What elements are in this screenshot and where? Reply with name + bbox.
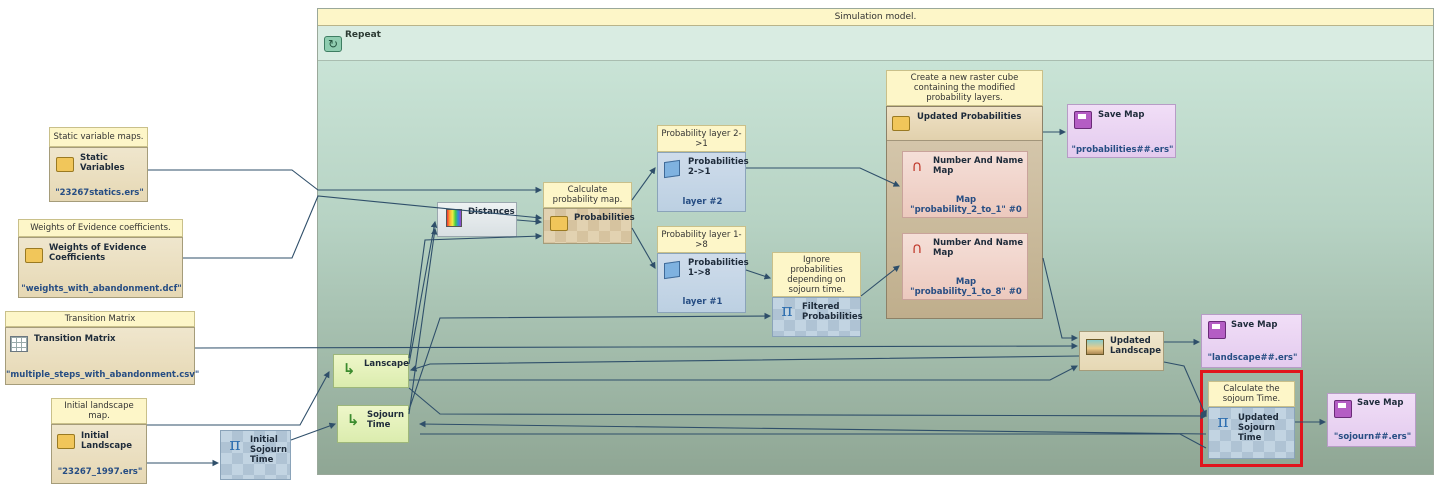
magnet-icon: ∩ xyxy=(911,239,923,257)
number-name-map-1-node[interactable]: ∩ Number And Name Map Map "probability_2… xyxy=(902,151,1028,218)
sojourn-time-node[interactable]: ↳ Sojourn Time xyxy=(337,405,409,443)
save-icon xyxy=(1334,400,1352,418)
static-variables-label: Static Variables xyxy=(80,153,125,173)
save-icon xyxy=(1074,111,1092,129)
lanscape-label: Lanscape xyxy=(364,359,409,369)
prob21-note: Probability layer 2->1 xyxy=(657,125,746,152)
initial-landscape-label: Initial Landscape xyxy=(81,431,132,451)
folder-icon xyxy=(550,215,568,231)
save-map-landscape-node[interactable]: Save Map "landscape##.ers" xyxy=(1201,314,1302,368)
save-map-2-value: "landscape##.ers" xyxy=(1207,353,1298,363)
save-icon xyxy=(1208,321,1226,339)
pi-icon: π xyxy=(229,435,241,455)
woe-note: Weights of Evidence coefficients. xyxy=(18,219,183,237)
updated-landscape-label: Updated Landscape xyxy=(1110,336,1161,356)
number-name-map-2-node[interactable]: ∩ Number And Name Map Map "probability_1… xyxy=(902,233,1028,300)
tunnel-arrow-icon: ↳ xyxy=(342,360,356,378)
ignore-note: Ignore probabilities depending on sojour… xyxy=(772,252,861,297)
transition-note: Transition Matrix xyxy=(5,311,195,327)
tunnel-arrow-icon: ↳ xyxy=(346,411,360,429)
updated-sojourn-time-label: Updated Sojourn Time xyxy=(1238,413,1279,443)
landscape-icon xyxy=(1086,339,1104,355)
filtered-probabilities-node[interactable]: π Filtered Probabilities xyxy=(772,297,863,337)
probabilities-label: Probabilities xyxy=(574,213,635,223)
woe-value: "weights_with_abandonment.dcf" xyxy=(21,284,182,294)
woe-label: Weights of Evidence Coefficients xyxy=(49,243,147,263)
updated-probabilities-label: Updated Probabilities xyxy=(917,112,1022,122)
magnet-icon: ∩ xyxy=(911,157,923,175)
rainbow-icon xyxy=(445,209,463,227)
cube-note: Create a new raster cube containing the … xyxy=(886,70,1043,106)
number-name-map-1-label: Number And Name Map xyxy=(933,156,1024,176)
initial-landscape-value: "23267_1997.ers" xyxy=(57,467,143,477)
sheet-icon xyxy=(10,336,28,352)
pi-icon: π xyxy=(1217,412,1229,432)
lanscape-node[interactable]: ↳ Lanscape xyxy=(333,354,409,388)
initial-sojourn-node[interactable]: π Initial Sojourn Time xyxy=(220,430,291,480)
updated-probabilities-node[interactable]: Updated Probabilities ∩ Number And Name … xyxy=(886,106,1043,319)
static-variables-node[interactable]: Static Variables "23267statics.ers" xyxy=(49,147,148,202)
calc-sojourn-note: Calculate the sojourn Time. xyxy=(1208,381,1295,407)
distances-label: Distances xyxy=(468,207,515,217)
save-map-1-value: "probabilities##.ers" xyxy=(1071,145,1174,155)
probabilities-node[interactable]: Probabilities xyxy=(543,208,635,244)
updated-prob-header xyxy=(887,107,1042,141)
probabilities-2-1-value: layer #2 xyxy=(682,197,723,207)
pi-icon: π xyxy=(781,301,793,321)
cube-icon xyxy=(663,260,681,280)
folder-icon xyxy=(25,247,43,263)
filtered-probabilities-label: Filtered Probabilities xyxy=(802,302,863,322)
transition-matrix-value: "multiple_steps_with_abandonment.csv" xyxy=(6,370,200,380)
initial-sojourn-label: Initial Sojourn Time xyxy=(250,435,288,465)
probabilities-2-1-label: Probabilities 2->1 xyxy=(688,157,749,177)
initial-landscape-note: Initial landscape map. xyxy=(51,398,147,424)
calc-prob-note: Calculate probability map. xyxy=(543,182,632,208)
number-name-map-2-value: Map "probability_1_to_8" #0 xyxy=(910,277,1022,297)
probabilities-2-1-node[interactable]: Probabilities 2->1 layer #2 xyxy=(657,152,749,212)
number-name-map-1-value: Map "probability_2_to_1" #0 xyxy=(910,195,1022,215)
probabilities-1-8-label: Probabilities 1->8 xyxy=(688,258,749,278)
static-note: Static variable maps. xyxy=(49,127,148,147)
save-map-3-value: "sojourn##.ers" xyxy=(1333,432,1412,442)
initial-landscape-node[interactable]: Initial Landscape "23267_1997.ers" xyxy=(51,424,147,484)
updated-sojourn-time-node[interactable]: π Updated Sojourn Time xyxy=(1208,407,1295,459)
save-map-2-label: Save Map xyxy=(1231,320,1278,330)
save-map-3-label: Save Map xyxy=(1357,398,1404,408)
probabilities-1-8-value: layer #1 xyxy=(682,297,723,307)
probabilities-1-8-node[interactable]: Probabilities 1->8 layer #1 xyxy=(657,253,749,313)
repeat-header[interactable]: ↻ Repeat xyxy=(318,26,1433,61)
cube-icon xyxy=(663,159,681,179)
transition-matrix-node[interactable]: Transition Matrix "multiple_steps_with_a… xyxy=(5,327,200,385)
static-variables-value: "23267statics.ers" xyxy=(55,188,144,198)
save-map-1-label: Save Map xyxy=(1098,110,1145,120)
folder-icon xyxy=(57,433,75,449)
number-name-map-2-label: Number And Name Map xyxy=(933,238,1024,258)
woe-node[interactable]: Weights of Evidence Coefficients "weight… xyxy=(18,237,183,298)
distances-node[interactable]: Distances xyxy=(437,202,517,237)
repeat-icon: ↻ xyxy=(324,36,342,52)
sojourn-time-label: Sojourn Time xyxy=(367,410,405,430)
repeat-label: Repeat xyxy=(345,30,381,40)
save-map-probabilities-node[interactable]: Save Map "probabilities##.ers" xyxy=(1067,104,1176,158)
save-map-sojourn-node[interactable]: Save Map "sojourn##.ers" xyxy=(1327,393,1416,447)
updated-landscape-node[interactable]: Updated Landscape xyxy=(1079,331,1164,371)
transition-matrix-label: Transition Matrix xyxy=(34,334,116,344)
container-title: Simulation model. xyxy=(318,9,1433,26)
folder-icon xyxy=(892,115,910,131)
folder-icon xyxy=(56,156,74,172)
prob18-note: Probability layer 1->8 xyxy=(657,226,746,253)
